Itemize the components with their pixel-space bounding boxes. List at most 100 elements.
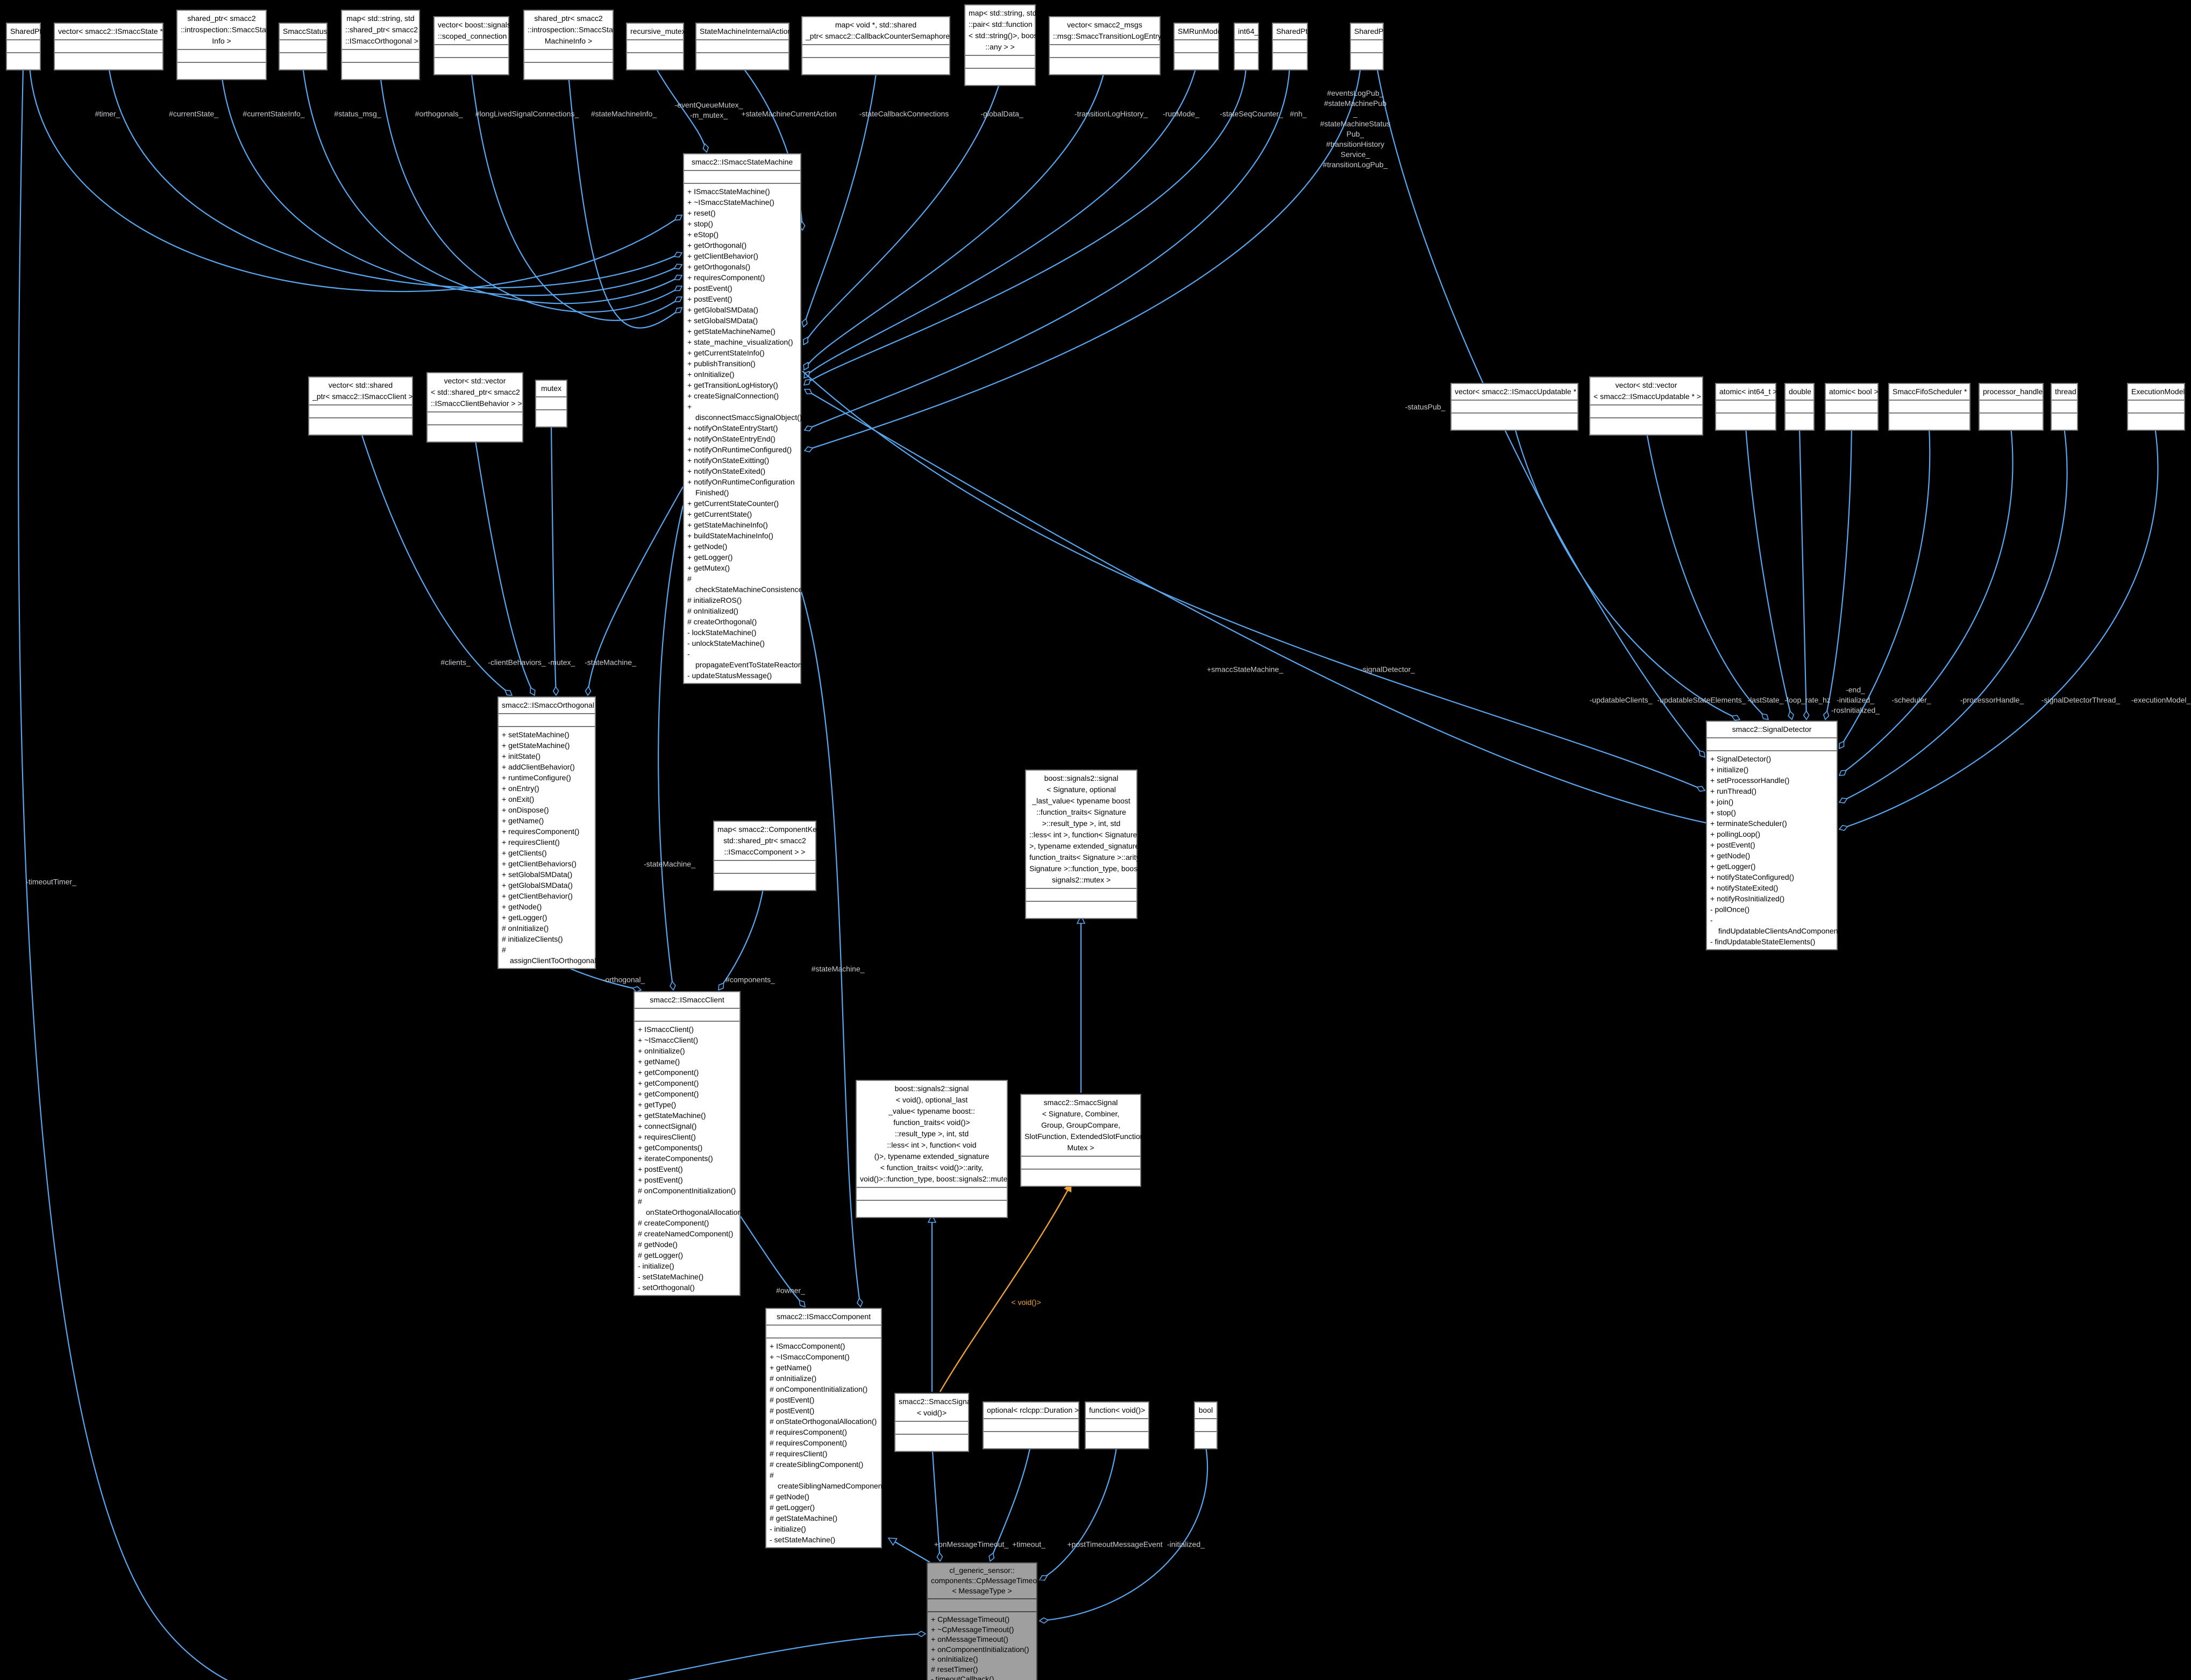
class-double[interactable]: double [1784,383,1815,431]
class-ismaccstatemachine[interactable]: smacc2::ISmaccStateMachine+ ISmaccStateM… [683,153,809,684]
edge-label--eventslogpub-: #eventsLogPub_#stateMachinePub_#stateMac… [1320,89,1391,169]
attributes-compartment [802,44,949,57]
edge-label--laststate-: -lastState_ [1747,695,1784,704]
edge-timeout-timer [18,66,926,1680]
class-thread[interactable]: thread [2051,383,2078,431]
class-map-globaldata[interactable]: map< std::string, std::pair< std::functi… [964,4,1040,86]
edge-orthogonals [379,74,682,313]
edge-label--components-: #components_ [725,975,775,984]
attributes-compartment [928,1598,1036,1611]
class-boost-signal-void[interactable]: boost::signals2::signal< void(), optiona… [856,1080,1018,1218]
class-mutex[interactable]: mutex [535,380,567,428]
class-title-map-componentkey: map< smacc2::ComponentKey,std::shared_pt… [717,825,822,856]
attributes-compartment [1785,400,1813,412]
class-smaccstatus[interactable]: SmaccStatus [279,23,328,70]
class-sharedptr-statemachineinfo[interactable]: shared_ptr< smacc2::introspection::Smacc… [523,10,619,80]
edge-updatable-state-elements [1645,430,1768,720]
attributes-compartment [499,713,595,726]
class-title-ismaccclient: smacc2::ISmaccClient [650,995,724,1004]
attributes-compartment [1026,888,1136,901]
class-vector-transitionlogentry[interactable]: vector< smacc2_msgs::msg::SmaccTransitio… [1049,16,1168,75]
edge-updatable-clients [1513,426,1740,720]
edge-label--end-: -end_-initialized_-rosInitialized_ [1831,685,1880,715]
class-title-vector-ismaccstate: vector< smacc2::ISmaccState * > [58,27,169,35]
class-title-executionmodel: ExecutionModel [2131,387,2185,396]
edge-label--statemachine-: #stateMachine_ [811,964,865,973]
methods-compartment [1086,1431,1148,1448]
class-title-map-globaldata: map< std::string, std::pair< std::functi… [969,9,1040,51]
class-atomic-bool[interactable]: atomic< bool > [1825,383,1879,431]
class-smaccsignal-void[interactable]: smacc2::SmaccSignal< void()> [894,1393,973,1452]
class-executionmodel[interactable]: ExecutionModel [2127,383,2185,431]
class-map-callbackcountersemaphore[interactable]: map< void *, std::shared_ptr< smacc2::Ca… [801,16,963,75]
class-sharedptr-pubs[interactable]: SharedPtr [1350,23,1388,70]
attributes-compartment [55,39,162,52]
edge-label--timeout-: +timeout_ [1012,1540,1045,1549]
class-recursive-mutex[interactable]: recursive_mutex [626,23,686,70]
class-sharedptr-timer[interactable]: SharedPtr [6,23,44,70]
class-map-componentkey[interactable]: map< smacc2::ComponentKey,std::shared_pt… [713,821,822,891]
class-processor-handle[interactable]: processor_handle [1979,383,2044,431]
edge-state-seq-counter [804,66,1247,385]
class-vector-ismaccstate[interactable]: vector< smacc2::ISmaccState * > [54,23,169,70]
methods-compartment [1590,417,1702,435]
edge-post-timeout-message-event [1040,1443,1118,1580]
class-statemachineinternalaction[interactable]: StateMachineInternalAction [695,23,792,70]
class-vector-ismaccupdatable[interactable]: vector< smacc2::ISmaccUpdatable * > [1450,383,1583,431]
class-title-vector-transitionlogentry: vector< smacc2_msgs::msg::SmaccTransitio… [1053,20,1168,40]
class-vector-vector-ismaccupdatable[interactable]: vector< std::vector< smacc2::ISmaccUpdat… [1589,376,1708,436]
edge-label--eventqueuemutex-: -eventQueueMutex_-m_mutex_ [674,101,743,119]
class-vector-ismaccclientbehavior[interactable]: vector< std::vector< std::shared_ptr< sm… [426,372,529,443]
class-boost-signal-signature[interactable]: boost::signals2::signal< Signature, opti… [1025,770,1144,919]
methods-compartment [309,417,412,435]
methods-compartment [1889,412,1969,430]
edge-state-machine-info [567,74,682,329]
edge-label--smaccstatemachine-: +smaccStateMachine_ [1206,665,1284,674]
class-bool[interactable]: bool [1194,1401,1218,1449]
edge-mutex [550,423,556,695]
edge-signal-detector [805,389,1706,824]
class-smaccfifoscheduler[interactable]: SmaccFifoScheduler * [1888,383,1971,431]
methods-compartment [627,52,683,69]
edge-label--globaldata-: -globalData_ [980,109,1023,118]
attributes-compartment [1235,39,1258,52]
attributes-compartment [2052,400,2077,412]
attributes-compartment [1707,737,1837,750]
edge-label--stateseqcounter-: -stateSeqCounter_ [1220,109,1283,118]
class-vector-ismaccclient[interactable]: vector< std::shared_ptr< smacc2::ISmaccC… [308,376,419,436]
edge-label--scheduler-: -scheduler_ [1891,695,1931,704]
attributes-compartment [766,1325,881,1337]
class-vector-scoped-connection[interactable]: vector< boost::signals2::scoped_connecti… [433,16,515,75]
methods-compartment [536,409,566,426]
class-title-vector-scoped-connection: vector< boost::signals2::scoped_connecti… [438,20,515,40]
edge-label--clients-: #clients_ [440,658,471,667]
attributes-compartment [1050,44,1159,57]
class-ismacccomponent[interactable]: smacc2::ISmaccComponent+ ISmaccComponent… [765,1308,890,1548]
methods-compartment [435,57,508,74]
class-int64-t[interactable]: int64_t [1234,23,1261,70]
class-title-smrunmode: SMRunMode [1178,27,1222,35]
class-signaldetector[interactable]: smacc2::SignalDetector+ SignalDetector()… [1706,721,1849,950]
methods-compartment [857,1200,1007,1217]
class-sharedptr-smaccstateinfo[interactable]: shared_ptr< smacc2::introspection::Smacc… [176,10,272,80]
edge-label--signaldetector-: -signalDetector_ [1360,665,1415,674]
class-title-vector-vector-ismaccupdatable: vector< std::vector< smacc2::ISmaccUpdat… [1594,381,1708,401]
edge-state-machine-client [658,505,684,990]
class-ismaccclient[interactable]: smacc2::ISmaccClient+ ISmaccClient()+ ~I… [634,991,747,1296]
edge-components [719,885,765,990]
class-optional-rclcpp-duration[interactable]: optional< rclcpp::Duration > [983,1401,1079,1449]
attributes-compartment [428,411,522,424]
class-function-void[interactable]: function< void()> [1085,1401,1149,1449]
class-sharedptr-nh[interactable]: SharedPtr [1272,23,1310,70]
class-cpmessagetimeout[interactable]: cl_generic_sensor::components::CpMessage… [927,1562,1043,1680]
edge-inherit-ismacccomponent [888,1537,930,1563]
class-ismaccorthogonal[interactable]: smacc2::ISmaccOrthogonal+ setStateMachin… [497,696,601,969]
class-smrunmode[interactable]: SMRunMode [1173,23,1222,70]
edge-label--owner-: #owner_ [776,1286,805,1295]
methods-compartment [2128,412,2184,430]
class-map-orthogonals[interactable]: map< std::string, std::shared_ptr< smacc… [341,10,425,80]
edge-timer [29,66,682,293]
class-atomic-int64[interactable]: atomic< int64_t > [1715,383,1777,431]
class-smaccsignal-template[interactable]: smacc2::SmaccSignal< Signature, Combiner… [1020,1094,1146,1187]
